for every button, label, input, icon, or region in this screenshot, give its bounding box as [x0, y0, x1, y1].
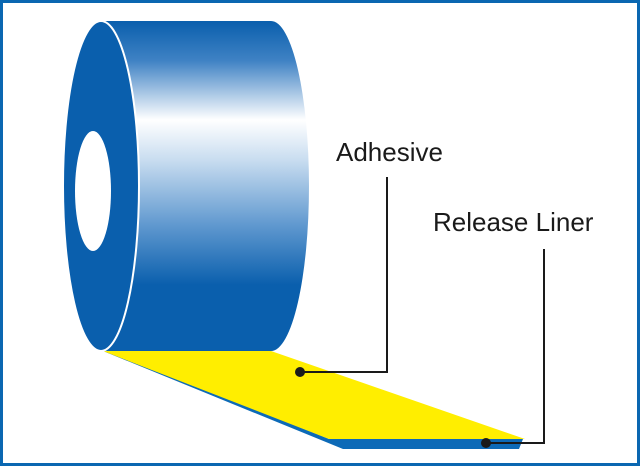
- release-liner-strip: [103, 351, 523, 449]
- adhesive-leader-line: [300, 177, 388, 373]
- adhesive-strip: [103, 351, 525, 439]
- release-liner-leader-line: [486, 249, 545, 444]
- tape-roll-illustration: [62, 20, 545, 449]
- roll-body: [101, 21, 309, 351]
- release-liner-pointer-dot: [481, 438, 491, 448]
- adhesive-label: Adhesive: [336, 137, 443, 167]
- release-liner-label: Release Liner: [433, 207, 594, 237]
- roll-core-hole: [75, 131, 111, 251]
- adhesive-pointer-dot: [295, 367, 305, 377]
